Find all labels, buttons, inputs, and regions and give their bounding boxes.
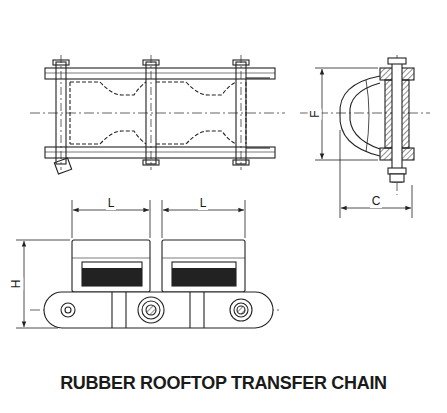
side-view-stroke (82, 268, 142, 286)
side-view-stroke (162, 258, 245, 259)
side-view-stroke (72, 258, 150, 259)
side-view-stroke (65, 307, 71, 313)
plan-view-stroke (70, 82, 236, 95)
plan-view-stroke (146, 62, 156, 164)
plan-view-stroke (143, 160, 159, 165)
dimension-label: L (198, 196, 209, 210)
dimension-lines-stroke (162, 200, 163, 238)
dimension-lines-stroke (340, 130, 341, 218)
dimension-label: L (106, 196, 117, 210)
section-view (300, 55, 430, 195)
plan-view-stroke (45, 152, 275, 153)
section-view-stroke (388, 168, 406, 174)
dimension-label: F (308, 108, 322, 119)
side-view-stroke (44, 292, 273, 328)
plan-view-stroke (143, 60, 159, 65)
plan-view-stroke (53, 60, 69, 65)
side-view-stroke (82, 262, 142, 286)
side-view-stroke (172, 268, 236, 286)
plan-view-stroke (241, 55, 242, 170)
dimension-label: H (9, 278, 23, 291)
section-view-stroke (366, 80, 369, 152)
plan-view-stroke (45, 73, 275, 74)
plan-view-stroke (30, 113, 285, 114)
section-view-stroke (392, 60, 402, 182)
dimension-lines-stroke (412, 185, 413, 218)
side-view-stroke (125, 292, 126, 328)
side-view-stroke (61, 303, 75, 317)
section-view-stroke (350, 83, 380, 149)
dimension-lines-stroke (150, 200, 151, 238)
side-view-stroke (146, 305, 156, 315)
dimension-lines-stroke (72, 200, 73, 238)
plan-view-stroke (246, 77, 270, 78)
plan-view-stroke (151, 55, 152, 170)
side-view-stroke (237, 306, 245, 314)
plan-view-stroke (233, 160, 249, 165)
plan-view-stroke (246, 147, 270, 148)
dimension-lines-stroke (16, 328, 58, 329)
plan-view-stroke (61, 55, 62, 170)
side-view (30, 240, 280, 328)
side-view-stroke (142, 301, 160, 319)
dimension-lines-stroke (24, 241, 25, 327)
plan-view-stroke (236, 62, 246, 164)
side-view-stroke (111, 292, 112, 328)
side-view-stroke (72, 240, 150, 292)
dimension-label: C (370, 194, 383, 208)
plan-view (30, 55, 285, 174)
dimension-lines-stroke (315, 68, 378, 69)
side-view-stroke (203, 292, 204, 328)
plan-view-stroke (54, 158, 71, 174)
dimension-lines-stroke (16, 240, 70, 241)
plan-view-stroke (233, 60, 249, 65)
side-view-stroke (234, 303, 248, 317)
side-view-stroke (162, 240, 245, 292)
plan-view-stroke (245, 82, 246, 144)
plan-view-stroke (69, 82, 70, 144)
plan-view-stroke (56, 62, 66, 164)
side-view-stroke (172, 262, 236, 286)
side-view-stroke (138, 297, 164, 323)
section-view-stroke (340, 76, 380, 156)
plan-view-stroke (45, 68, 275, 79)
section-view-stroke (390, 174, 404, 182)
dimension-lines-stroke (315, 160, 378, 161)
side-view-stroke (189, 292, 190, 328)
drawing-title: RUBBER ROOFTOP TRANSFER CHAIN (0, 373, 447, 394)
dimension-lines-stroke (245, 200, 246, 238)
dimension-lines (16, 68, 412, 328)
section-view-stroke (388, 58, 406, 64)
plan-view-stroke (45, 147, 275, 158)
side-view-stroke (230, 299, 252, 321)
plan-view-stroke (70, 131, 236, 144)
